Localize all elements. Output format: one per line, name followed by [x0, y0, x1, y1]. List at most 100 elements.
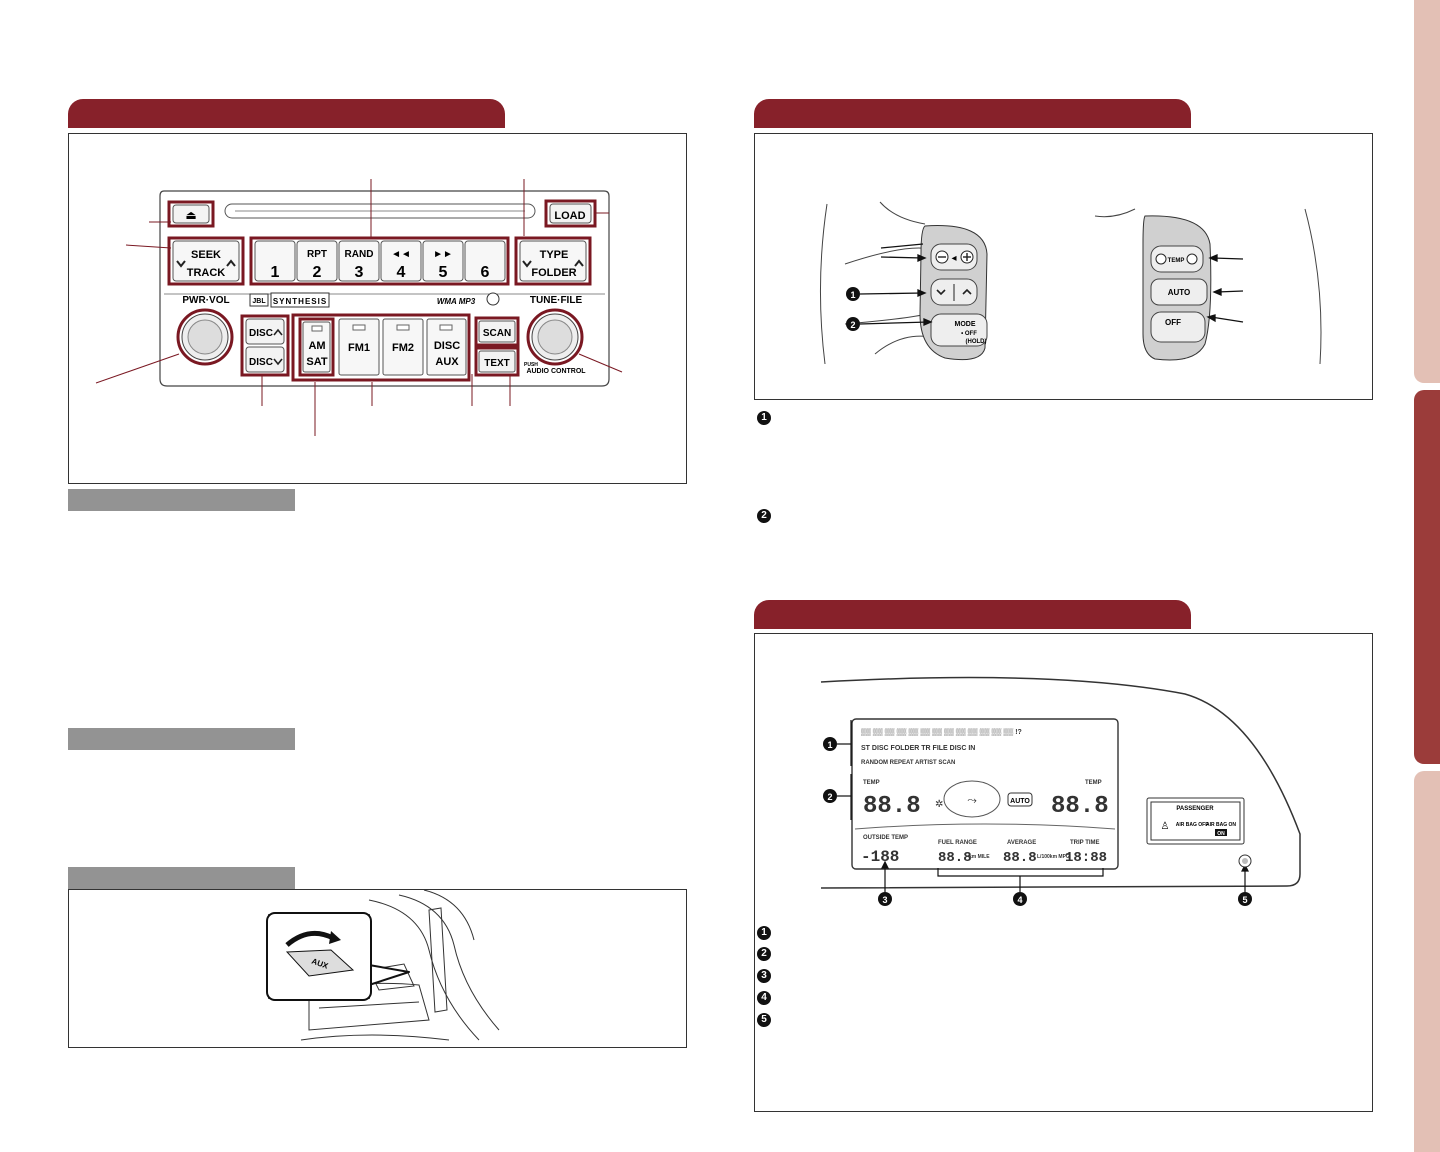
airbag-on-label: AIR BAG ON	[1206, 822, 1236, 828]
aux-figure-box: AUX	[68, 889, 687, 1048]
push-label: PUSH	[524, 362, 538, 368]
display-legend-5: 5	[757, 1013, 771, 1027]
preset-number-label: 3	[355, 264, 364, 281]
temp-down-icon[interactable]	[1155, 253, 1167, 265]
airflow-icon: ⤳	[967, 793, 977, 807]
fuel-range-value: 88.8	[938, 850, 972, 866]
display-callout-1: 1	[827, 740, 832, 750]
wheel-callout-1: 1	[850, 290, 855, 300]
preset-button-5[interactable]	[422, 240, 464, 282]
preset-buttons: 1 RPT 2 RAND 3 ◄◄ 4 ►► 5 6	[254, 240, 506, 282]
fan-icon: ✲	[935, 799, 943, 810]
preset-button-3[interactable]	[338, 240, 380, 282]
temp-left-value: 88.8	[863, 793, 921, 820]
temp-right-label: TEMP	[1085, 780, 1102, 786]
audio-head-unit-illustration: ⏏ LOAD SEEK TRACK 1 RPT 2 RAND 3 ◄◄ 4 ►► 5 6 TYPE…	[95, 179, 623, 436]
airbag-on-badge: ON	[1217, 831, 1225, 837]
disc-down-button[interactable]: DISC	[249, 357, 273, 368]
display-callout-2: 2	[827, 792, 832, 802]
airbag-off-label: AIR BAG OFF	[1176, 822, 1209, 828]
fm2-button[interactable]: FM2	[392, 342, 414, 354]
preset-button-4[interactable]	[380, 240, 422, 282]
subhead-bar-3	[68, 867, 295, 889]
display-legend-2: 2	[757, 947, 771, 961]
side-tab-active	[1414, 390, 1440, 764]
audio-figure-box: ⏏ LOAD SEEK TRACK 1 RPT 2 RAND 3 ◄◄ 4 ►► 5 6 TYPE…	[68, 133, 687, 484]
auto-button[interactable]: AUTO	[1168, 288, 1191, 297]
jbl-logo: JBL	[252, 298, 266, 305]
lcd-status-sub: RANDOM REPEAT ARTIST SCAN	[861, 760, 955, 766]
preset-number-label: 4	[397, 264, 406, 281]
seek-down-icon[interactable]	[176, 260, 186, 268]
preset-button-1[interactable]	[254, 240, 296, 282]
disc-button[interactable]: DISC	[434, 340, 460, 352]
wheel-section-tab	[754, 99, 1191, 128]
temp-right-value: 88.8	[1051, 793, 1109, 820]
folder-label[interactable]: FOLDER	[531, 267, 576, 279]
seek-label[interactable]: SEEK	[191, 249, 221, 261]
side-tab-bottom	[1414, 771, 1440, 1152]
trip-time-value: 18:88	[1065, 850, 1107, 866]
wheel-callout-2: 2	[850, 320, 855, 330]
seek-down-wheel-icon[interactable]	[936, 289, 946, 296]
seek-up-wheel-icon[interactable]	[962, 288, 972, 295]
volume-speaker-icon: ◂	[951, 253, 956, 264]
preset-number-label: 1	[271, 264, 280, 281]
average-label: AVERAGE	[1007, 840, 1036, 846]
average-unit: L/100km MPG	[1037, 854, 1070, 860]
outside-temp-label: OUTSIDE TEMP	[863, 835, 908, 841]
mode-button[interactable]: MODE	[955, 321, 976, 328]
disc-up-button[interactable]: DISC	[249, 328, 273, 339]
lcd-segment-row: ▒▒ ▒▒ ▒▒ ▒▒ ▒▒ ▒▒ ▒▒ ▒▒ ▒▒ ▒▒ ▒▒ ▒▒ ▒▒ !…	[861, 728, 1022, 736]
band-buttons: AM SAT FM1 FM2 DISC AUX	[302, 318, 467, 376]
disc-down-icon[interactable]	[273, 358, 283, 366]
wheel-legend-1: 1	[757, 411, 771, 425]
passenger-label: PASSENGER	[1176, 806, 1214, 812]
preset-number-label: 5	[439, 264, 448, 281]
format-logos: WMA MP3	[437, 297, 476, 306]
side-tab-top	[1414, 0, 1440, 383]
disc-up-icon[interactable]	[273, 328, 283, 336]
aux-button[interactable]: AUX	[435, 356, 459, 368]
display-callout-3: 3	[882, 895, 887, 905]
preset-button-2[interactable]	[296, 240, 338, 282]
preset-function-label: ►►	[433, 249, 453, 260]
preset-function-label: RPT	[307, 249, 327, 260]
seek-up-icon[interactable]	[226, 259, 236, 267]
am-button[interactable]: AM	[308, 340, 325, 352]
type-up-icon[interactable]	[574, 259, 584, 267]
preset-number-label: 2	[313, 264, 322, 281]
preset-button-6[interactable]	[464, 240, 506, 282]
fm1-button[interactable]: FM1	[348, 342, 370, 354]
load-button[interactable]: LOAD	[554, 210, 585, 222]
type-down-icon[interactable]	[522, 260, 532, 268]
center-display-illustration: ▒▒ ▒▒ ▒▒ ▒▒ ▒▒ ▒▒ ▒▒ ▒▒ ▒▒ ▒▒ ▒▒ ▒▒ ▒▒ !…	[820, 676, 1301, 906]
temp-up-icon[interactable]	[1186, 253, 1198, 265]
display-callout-5: 5	[1242, 895, 1247, 905]
fuel-range-label: FUEL RANGE	[938, 840, 977, 846]
eject-icon[interactable]: ⏏	[185, 208, 196, 222]
text-button[interactable]: TEXT	[484, 358, 510, 369]
display-legend-3: 3	[757, 969, 771, 983]
average-value: 88.8	[1003, 850, 1037, 866]
mode-off-label: • OFF	[961, 331, 977, 337]
climate-off-button[interactable]: OFF	[1165, 318, 1181, 327]
type-label[interactable]: TYPE	[540, 249, 569, 261]
audio-control-label: AUDIO CONTROL	[526, 368, 586, 375]
airbag-icon: ♙	[1161, 821, 1170, 832]
display-figure-box: ▒▒ ▒▒ ▒▒ ▒▒ ▒▒ ▒▒ ▒▒ ▒▒ ▒▒ ▒▒ ▒▒ ▒▒ ▒▒ !…	[754, 633, 1373, 1112]
sat-button[interactable]: SAT	[306, 356, 327, 368]
preset-function-label: ◄◄	[391, 249, 411, 260]
lcd-auto-indicator: AUTO	[1010, 798, 1030, 805]
synthesis-logo: SYNTHESIS	[273, 297, 327, 306]
track-label[interactable]: TRACK	[187, 267, 226, 279]
aux-jack-illustration: AUX	[266, 889, 500, 1041]
display-section-tab	[754, 600, 1191, 629]
preset-function-label: RAND	[345, 249, 374, 260]
disc-logo-icon	[486, 292, 500, 306]
display-callout-4: 4	[1017, 895, 1022, 905]
preset-number-label: 6	[481, 264, 490, 281]
display-legend-4: 4	[757, 991, 771, 1005]
lcd-status-icons: ST DISC FOLDER TR FILE DISC IN	[861, 745, 975, 752]
scan-button[interactable]: SCAN	[483, 328, 511, 339]
